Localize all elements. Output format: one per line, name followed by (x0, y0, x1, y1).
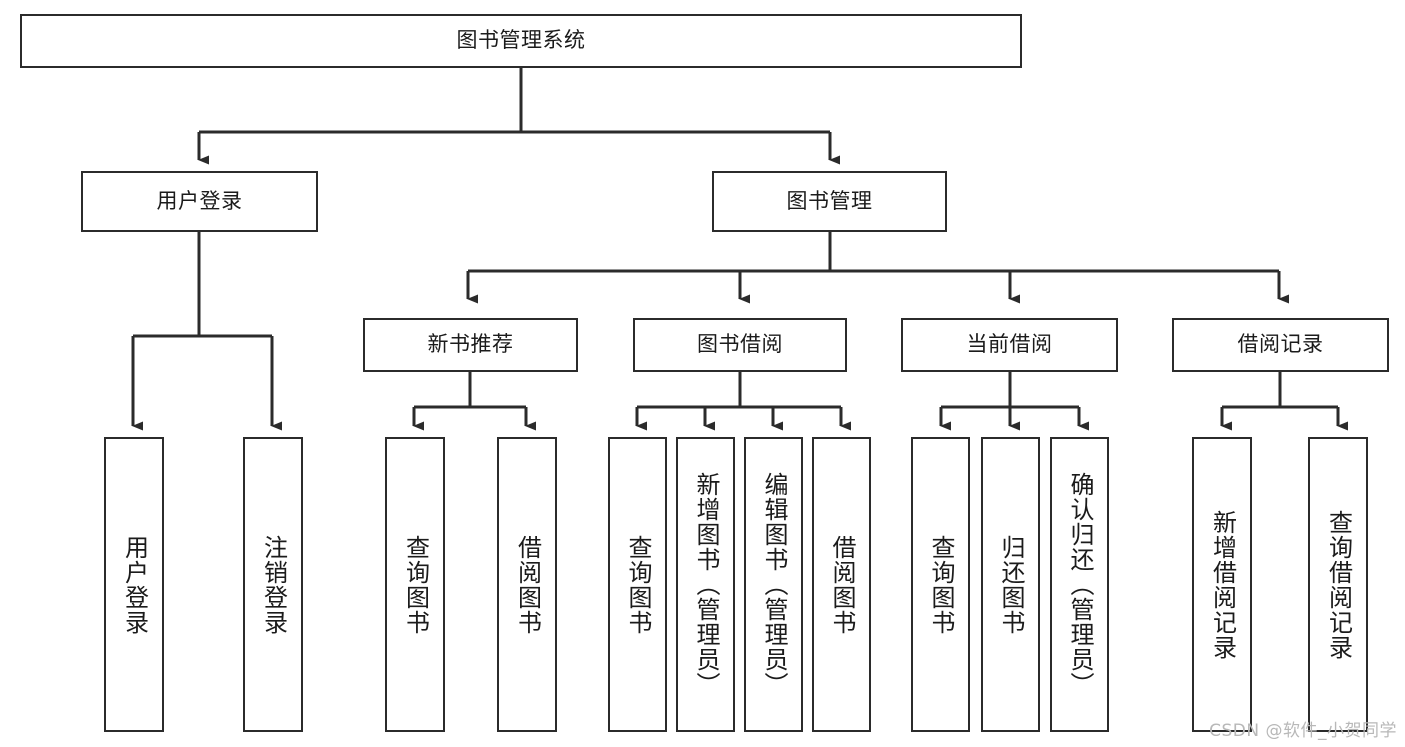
leaf-borrow-record-query[interactable]: 查询借阅记录 (1308, 437, 1368, 732)
leaf-new-book-query[interactable]: 查询图书 (385, 437, 445, 732)
node-borrow-record[interactable]: 借阅记录 (1172, 318, 1389, 372)
leaf-label: 新增借阅记录 (1208, 509, 1237, 660)
leaf-label: 新增图书（管理员） (691, 472, 720, 697)
leaf-user-login-signout[interactable]: 注销登录 (243, 437, 303, 732)
leaf-label: 编辑图书（管理员） (759, 472, 788, 697)
node-user-login[interactable]: 用户登录 (81, 171, 318, 232)
node-root-label: 图书管理系统 (456, 28, 586, 53)
node-user-login-label: 用户登录 (156, 188, 243, 213)
leaf-new-book-borrow[interactable]: 借阅图书 (497, 437, 557, 732)
leaf-book-borrow-add[interactable]: 新增图书（管理员） (676, 437, 735, 732)
leaf-label: 查询图书 (401, 534, 430, 635)
leaf-label: 查询借阅记录 (1324, 509, 1353, 660)
leaf-current-borrow-query[interactable]: 查询图书 (911, 437, 970, 732)
leaf-label: 借阅图书 (513, 534, 542, 635)
leaf-label: 确认归还（管理员） (1065, 472, 1094, 697)
node-new-book-recommend-label: 新书推荐 (427, 332, 514, 357)
leaf-book-borrow-edit[interactable]: 编辑图书（管理员） (744, 437, 803, 732)
leaf-label: 借阅图书 (827, 534, 856, 635)
leaf-label: 注销登录 (259, 534, 288, 635)
leaf-label: 查询图书 (623, 534, 652, 635)
node-book-manage-label: 图书管理 (786, 188, 873, 213)
leaf-borrow-record-add[interactable]: 新增借阅记录 (1192, 437, 1252, 732)
leaf-book-borrow-query[interactable]: 查询图书 (608, 437, 667, 732)
node-current-borrow[interactable]: 当前借阅 (901, 318, 1118, 372)
node-current-borrow-label: 当前借阅 (966, 332, 1053, 357)
leaf-label: 查询图书 (926, 534, 955, 635)
leaf-label: 归还图书 (996, 534, 1025, 635)
node-new-book-recommend[interactable]: 新书推荐 (363, 318, 578, 372)
node-book-manage[interactable]: 图书管理 (712, 171, 947, 232)
node-book-borrow[interactable]: 图书借阅 (633, 318, 847, 372)
leaf-user-login-signin[interactable]: 用户登录 (104, 437, 164, 732)
leaf-current-borrow-confirm-return[interactable]: 确认归还（管理员） (1050, 437, 1109, 732)
leaf-label: 用户登录 (120, 534, 149, 635)
node-borrow-record-label: 借阅记录 (1237, 332, 1324, 357)
leaf-current-borrow-return[interactable]: 归还图书 (981, 437, 1040, 732)
leaf-book-borrow-borrow[interactable]: 借阅图书 (812, 437, 871, 732)
node-root-system[interactable]: 图书管理系统 (20, 14, 1022, 68)
node-book-borrow-label: 图书借阅 (697, 332, 783, 357)
